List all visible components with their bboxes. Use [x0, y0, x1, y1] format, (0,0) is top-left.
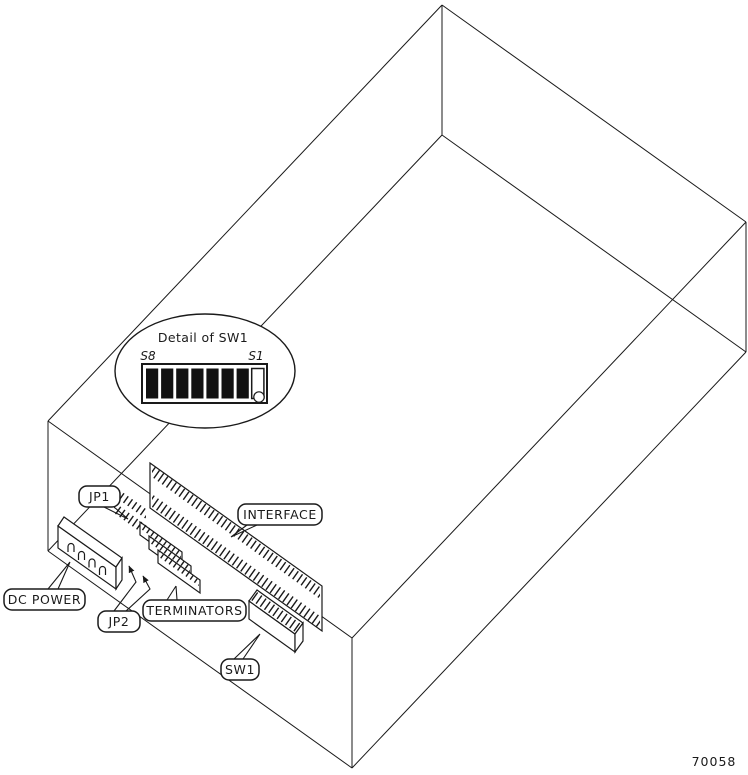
dip-position-s5 — [191, 368, 204, 399]
label-jp1: JP1 — [78, 485, 129, 520]
dc-power-pin — [98, 565, 107, 575]
sw1-label-text: SW1 — [225, 662, 255, 677]
dip-position-s8 — [146, 368, 159, 399]
jp2-arrow-1 — [113, 565, 137, 612]
dip-position-s7 — [161, 368, 174, 399]
terminators-label-text: TERMINATORS — [145, 603, 242, 618]
interface-connector — [149, 461, 323, 633]
jp2-label-box — [97, 610, 141, 633]
dip-position-s6 — [176, 368, 189, 399]
sw1-position-ticks — [251, 592, 301, 632]
jp2-arrow-2 — [125, 575, 151, 612]
s1-label: S1 — [248, 349, 263, 363]
figure-number: 70058 — [692, 754, 737, 769]
sw1-detail-callout: Detail of SW1 S8 S1 — [114, 313, 296, 429]
dc-power-pin — [77, 550, 86, 560]
terminator-packs — [139, 520, 201, 595]
sw1-label-box — [220, 658, 260, 681]
terminator-pack-pins — [159, 551, 199, 586]
s8-label: S8 — [140, 349, 156, 363]
sw1-switch — [248, 589, 304, 654]
jp2-label-text: JP2 — [108, 614, 130, 629]
detail-title: Detail of SW1 — [158, 330, 248, 345]
interface-pins-bottom-row — [152, 494, 320, 629]
terminators-leader — [166, 585, 178, 601]
label-terminators: TERMINATORS — [142, 585, 247, 622]
dip-position-s2 — [236, 368, 249, 399]
sw1-leader — [233, 633, 261, 660]
interface-pins-top-row — [152, 465, 320, 599]
dip-switch-positions — [146, 367, 265, 400]
jp1-label-box — [78, 485, 121, 508]
label-dc-power: DC POWER — [3, 561, 86, 611]
dc-power-pin — [88, 558, 96, 568]
dip-position-s3 — [221, 368, 234, 399]
dc-power-label-text: DC POWER — [8, 592, 81, 607]
interface-label-box — [237, 503, 323, 526]
dc-power-label-box — [3, 588, 86, 611]
interface-label-text: INTERFACE — [243, 507, 317, 522]
dc-power-end-face — [115, 556, 123, 591]
dc-power-pin — [67, 542, 75, 552]
terminator-pack-pins — [141, 523, 181, 558]
dip-indicator-circle — [253, 391, 265, 403]
jp1-pin-row-upper — [118, 489, 146, 519]
label-sw1: SW1 — [220, 633, 261, 681]
jp1-label-text: JP1 — [88, 489, 110, 504]
dc-power-leader — [47, 561, 71, 590]
label-jp2: JP2 — [97, 610, 141, 633]
sw1-end-face — [294, 621, 304, 654]
jp2-arrows — [113, 565, 151, 612]
label-interface: INTERFACE — [230, 503, 323, 538]
terminator-pack-pins — [150, 537, 190, 572]
dc-power-connector — [57, 516, 123, 591]
interface-leader — [230, 524, 258, 538]
terminators-label-box — [142, 599, 247, 622]
dip-position-s4 — [206, 368, 219, 399]
jp1-leader — [103, 506, 129, 520]
